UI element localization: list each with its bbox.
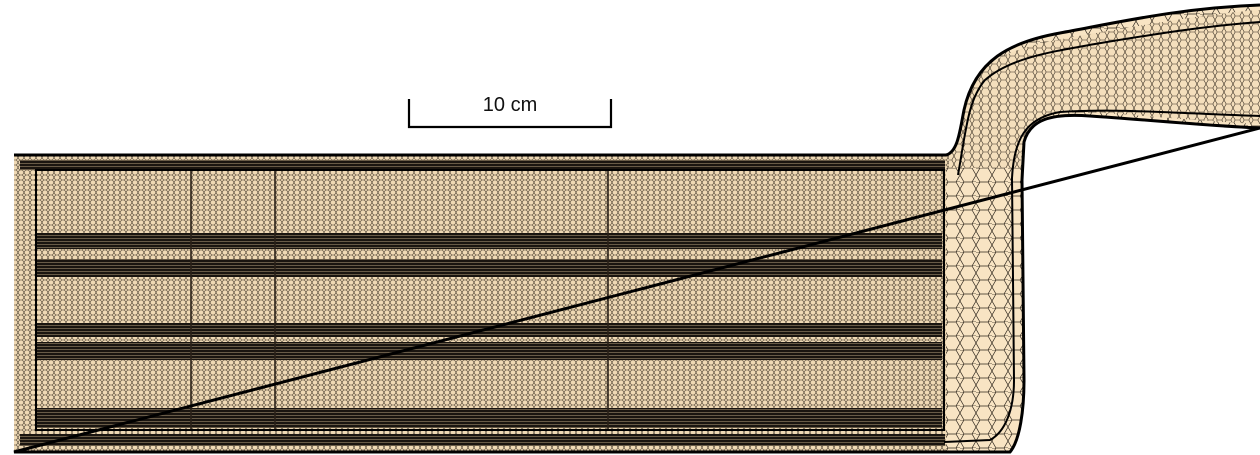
scale-bar-line bbox=[407, 99, 613, 129]
outer-boundary bbox=[13, 3, 1260, 454]
inner-boundaries bbox=[35, 21, 1260, 443]
scale-bar: 10 cm bbox=[407, 94, 613, 129]
vertical-partitions bbox=[190, 170, 609, 430]
scale-bar-label: 10 cm bbox=[483, 94, 537, 116]
outlet-inner-wall bbox=[957, 21, 1260, 176]
outlet-duct bbox=[946, 10, 1260, 180]
refinement-band bbox=[36, 408, 942, 428]
refinement-band bbox=[20, 434, 945, 446]
inner-duct-region bbox=[36, 168, 942, 432]
refinement-band bbox=[36, 342, 942, 360]
inner-rectangle bbox=[35, 169, 945, 431]
refinement-band bbox=[36, 259, 942, 277]
plenum-inner-wall bbox=[943, 177, 1016, 443]
refinement-band bbox=[20, 160, 945, 170]
refinement-band bbox=[36, 233, 942, 249]
outlet-inner-wall-lower bbox=[1011, 109, 1260, 179]
